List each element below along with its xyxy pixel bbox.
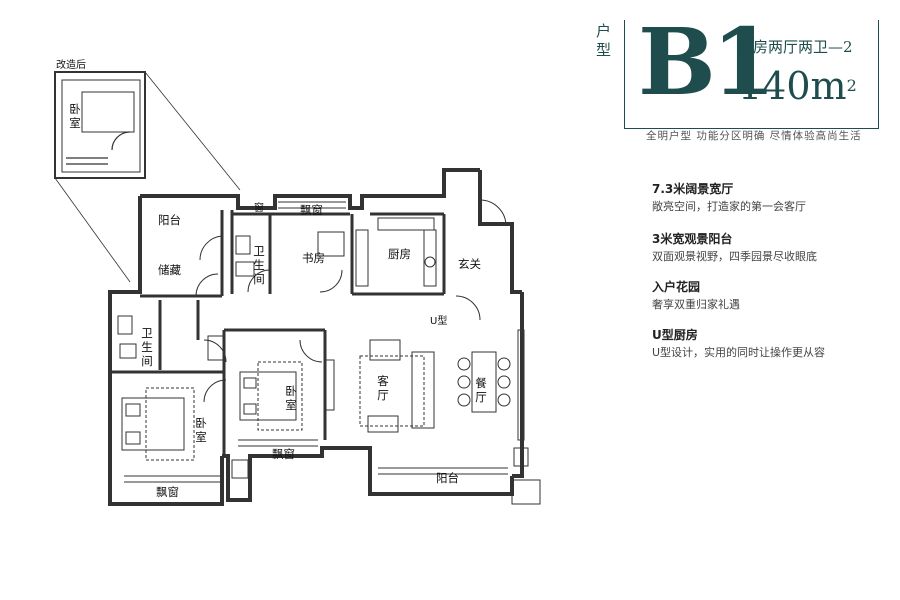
furniture	[117, 217, 541, 505]
u-type-label: U型	[430, 316, 448, 327]
type-label: 户型	[596, 22, 612, 59]
feature-title-3: 入户花园	[652, 280, 701, 294]
room-bay-window-left: 飘窗	[156, 485, 179, 499]
feature-desc-3: 奢享双重归家礼遇	[652, 298, 740, 311]
room-balcony-bottom: 阳台	[436, 471, 459, 485]
header-frame	[624, 20, 879, 129]
inset-room-label: 卧室	[69, 102, 81, 130]
inner-walls	[110, 196, 446, 460]
header-divider	[624, 20, 625, 128]
feature-title-2: 3米宽观景阳台	[652, 232, 733, 246]
room-balcony-top: 阳台	[158, 213, 181, 227]
room-bathroom-top: 卫生间	[253, 244, 265, 286]
leader-line-2	[54, 177, 131, 283]
outer-walls	[108, 168, 524, 506]
inset-room	[61, 79, 141, 173]
room-bay-window-small: 窗	[254, 203, 264, 214]
room-storage: 储藏	[158, 263, 181, 277]
feature-desc-1: 敞亮空间，打造家的第一会客厅	[652, 200, 806, 213]
room-bedroom-mid: 卧室	[285, 384, 297, 412]
feature-title-1: 7.3米阔景宽厅	[652, 182, 734, 196]
room-bay-window-top: 飘窗	[300, 203, 323, 217]
feature-desc-2: 双面观景视野，四季园景尽收眼底	[652, 250, 817, 263]
inset-bed	[81, 91, 135, 133]
room-kitchen: 厨房	[388, 247, 411, 261]
inset-frame	[54, 71, 146, 179]
room-bedroom-left: 卧室	[195, 416, 207, 444]
area-unit-sup: 2	[846, 76, 857, 95]
leader-line-1	[144, 71, 241, 191]
area-value: 140m	[738, 64, 847, 108]
layout-text: 四房两厅两卫—2	[738, 38, 853, 56]
feature-desc-4: U型设计，实用的同时让操作更从容	[652, 346, 826, 359]
doors	[195, 199, 507, 403]
room-bathroom-left: 卫生间	[141, 326, 153, 368]
area-text: 140m2	[738, 64, 857, 108]
room-bay-window-mid: 飘窗	[272, 447, 295, 461]
feature-title-4: U型厨房	[652, 328, 698, 342]
unit-code: B1	[638, 8, 776, 116]
room-entrance: 玄关	[458, 257, 481, 271]
room-dining: 餐厅	[475, 376, 487, 404]
room-living: 客厅	[377, 374, 389, 402]
slogan: 全明户型 功能分区明确 尽情体验高尚生活	[646, 130, 862, 142]
inset-caption: 改造后	[56, 60, 86, 71]
inset-door	[111, 131, 131, 151]
windows	[124, 201, 508, 483]
room-study: 书房	[302, 251, 325, 265]
